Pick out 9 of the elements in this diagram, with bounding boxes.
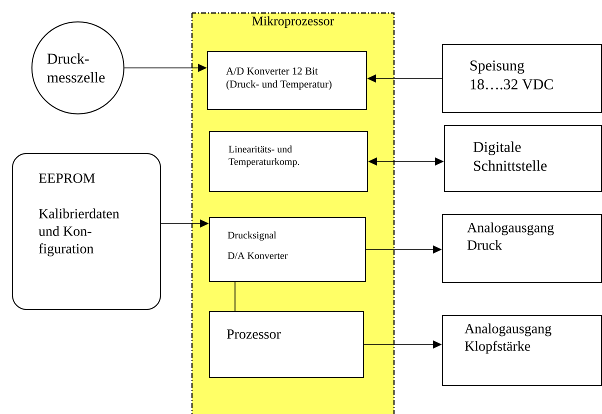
- block-box: Prozessor: [209, 311, 364, 378]
- memory-box: EEPROM Kalibrierdaten und Kon- figuration: [12, 153, 161, 310]
- block-box: Digitale Schnittstelle: [444, 125, 602, 192]
- block-box: Drucksignal D/A Konverter: [209, 217, 366, 282]
- block-box: Analogausgang Klopfstärke: [442, 315, 602, 386]
- block-box: Linearitäts- und Temperaturkomp.: [209, 131, 368, 192]
- block-box: Speisung 18….32 VDC: [442, 44, 602, 113]
- block-box: A/D Konverter 12 Bit (Druck- und Temperatur): [207, 51, 367, 110]
- block-box: Analogausgang Druck: [442, 214, 602, 283]
